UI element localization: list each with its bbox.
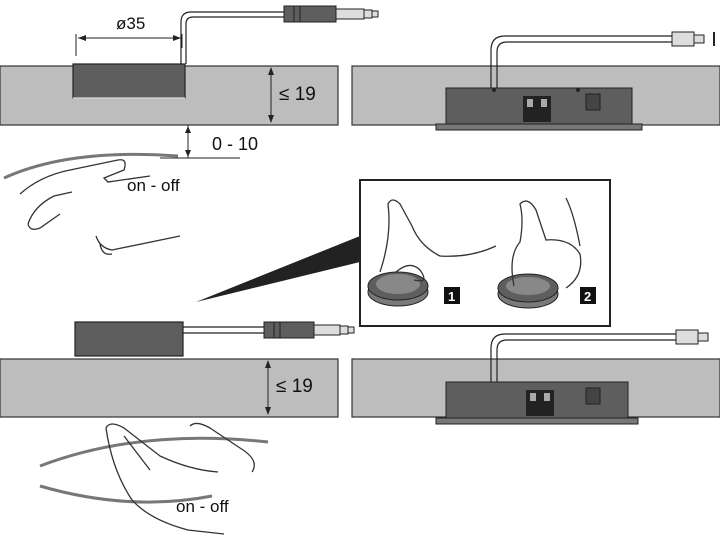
bottom-jack-plug [263, 321, 355, 339]
step2-illustration [497, 197, 582, 309]
switch-label-bottom: on - off [176, 497, 229, 516]
step2-number: 2 [584, 289, 591, 304]
diameter-label: ø35 [116, 14, 145, 33]
thickness-label-bottom: ≤ 19 [276, 376, 313, 397]
step1-badge: 1 [444, 287, 460, 304]
thickness-label-top: ≤ 19 [279, 84, 316, 105]
bottom-right-connector [675, 329, 709, 345]
bottom-surface-sensor [74, 321, 184, 357]
top-jack-plug [283, 5, 379, 23]
bottom-right-mounted-sensor [435, 381, 639, 425]
gap-label: 0 - 10 [212, 134, 258, 154]
top-recessed-sensor [72, 63, 186, 99]
bottom-left-panel [0, 358, 339, 418]
gap-dimension: 0 - 10 [160, 125, 258, 159]
top-right-mounted-sensor [435, 87, 643, 131]
thickness-dimension-top: ≤ 19 [268, 67, 316, 123]
bottom-right-cable [490, 333, 676, 382]
top-hand-gesture [3, 152, 181, 255]
top-left-cable [180, 11, 284, 64]
switch-label-top: on - off [127, 176, 180, 195]
top-right-connector [671, 31, 715, 47]
step2-badge: 2 [580, 287, 596, 304]
step1-illustration [367, 199, 497, 307]
bottom-left-cable [183, 326, 264, 334]
callout-beam [196, 236, 360, 302]
step1-number: 1 [448, 289, 455, 304]
top-right-cable [490, 35, 672, 88]
bottom-hand-gesture [39, 422, 269, 535]
diameter-dimension: ø35 [75, 14, 183, 56]
thickness-dimension-bottom: ≤ 19 [265, 360, 313, 415]
